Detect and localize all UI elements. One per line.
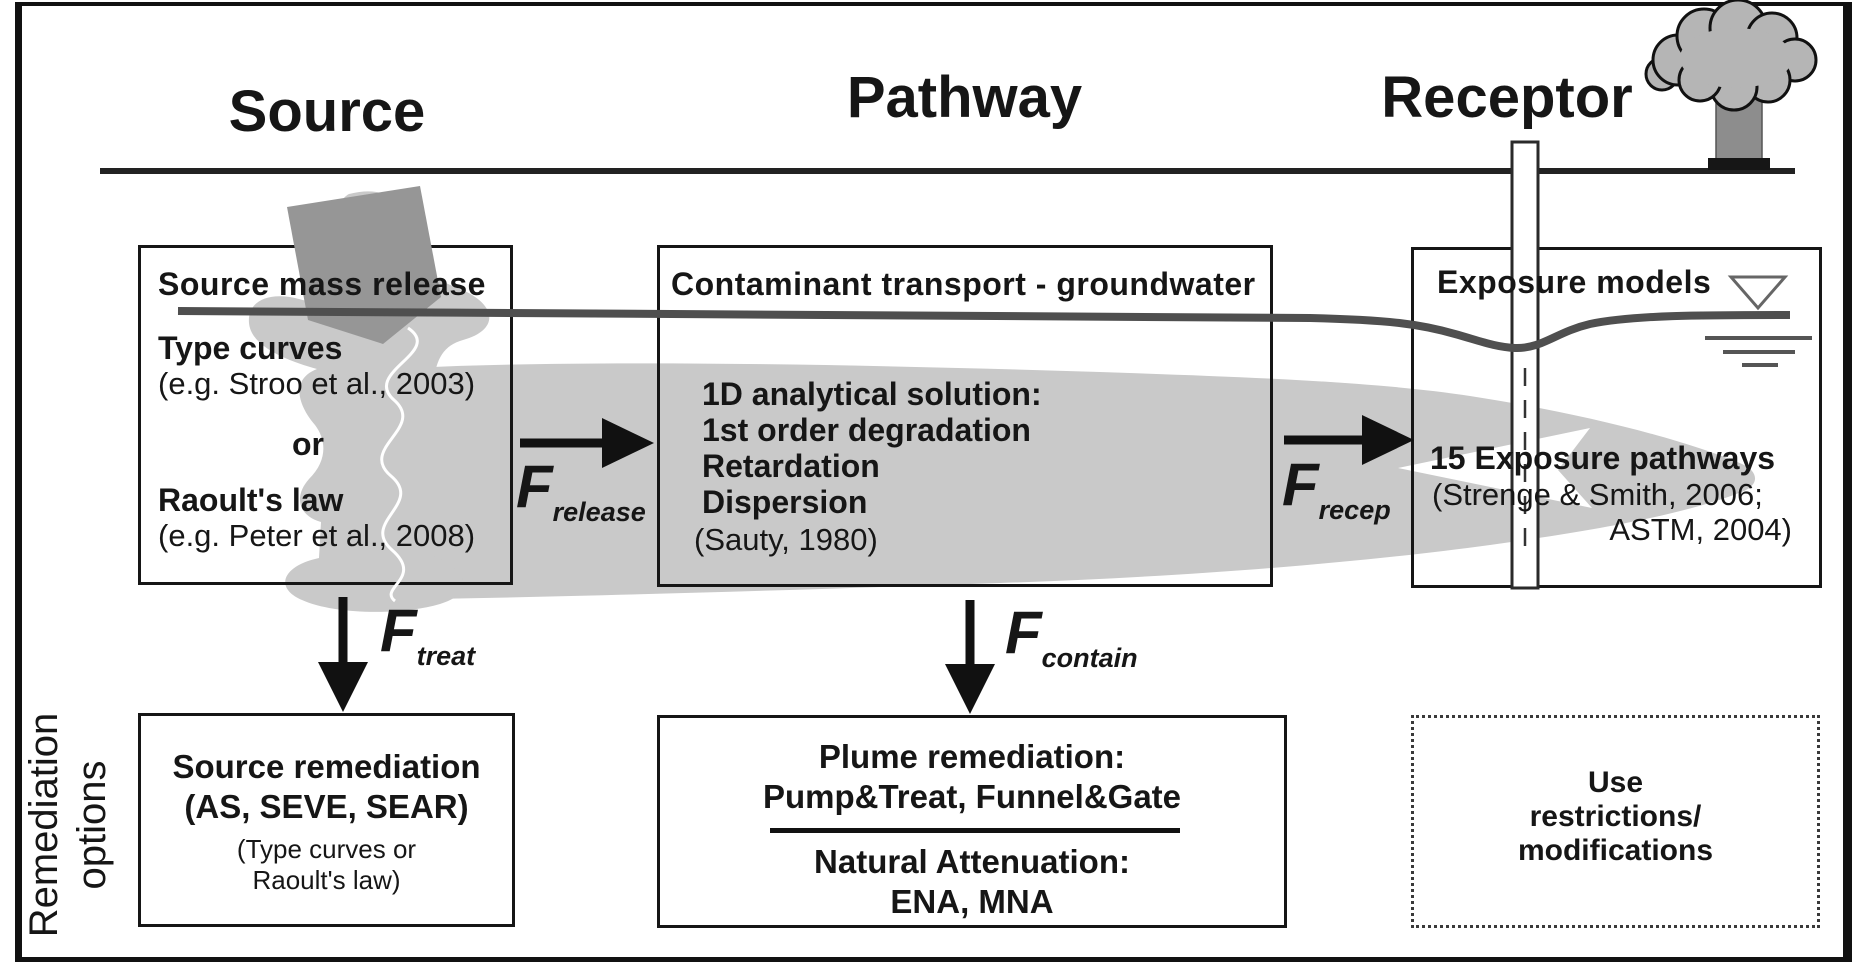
flux-label-contain: Fcontain — [1005, 598, 1138, 674]
remediation-options-line1: Remediation — [22, 712, 66, 938]
receptor-model-box — [1411, 247, 1822, 588]
flux-recep-subscript: recep — [1318, 495, 1391, 525]
source-remediation-line4: Raoult's law) — [252, 865, 401, 895]
receptor-ref1: (Strenge & Smith, 2006; — [1432, 477, 1763, 512]
flux-release-subscript: release — [552, 497, 646, 527]
plume-remediation-line2: Pump&Treat, Funnel&Gate — [762, 778, 1182, 815]
flux-recep-symbol: F — [1282, 451, 1319, 518]
use-restrictions-box — [1411, 715, 1820, 928]
use-restrictions-line2: restrictions/ — [1529, 800, 1702, 833]
source-remediation-box — [138, 713, 515, 927]
source-method2: Raoult's law — [158, 482, 344, 518]
source-column-title: Source — [228, 79, 426, 144]
spill-source-shape — [287, 186, 441, 344]
recep-arrow-icon — [1284, 415, 1414, 465]
pathway-line2: 1st order degradation — [702, 412, 1031, 448]
plume-remediation-line3: Natural Attenuation: — [814, 843, 1130, 880]
figure-border — [15, 2, 1852, 962]
plume-white-notch — [1398, 428, 1592, 508]
plume-remediation-line1: Plume remediation: — [818, 738, 1126, 775]
flux-treat-symbol: F — [380, 597, 417, 664]
flux-contain-subscript: contain — [1041, 643, 1138, 673]
release-arrow-icon — [520, 418, 654, 468]
source-remediation-text: Source remediation (AS, SEVE, SEAR) (Typ… — [138, 748, 515, 896]
source-conjunction: or — [292, 426, 324, 462]
plume-remediation-line4: ENA, MNA — [890, 883, 1054, 920]
flux-contain-symbol: F — [1005, 599, 1042, 666]
plume-remediation-text-top: Plume remediation: Pump&Treat, Funnel&Ga… — [657, 738, 1287, 816]
pathway-line4: Dispersion — [702, 484, 868, 520]
tree-icon — [1644, 0, 1818, 170]
contain-arrow-icon — [945, 600, 995, 714]
use-restrictions-line1: Use — [1587, 766, 1644, 799]
source-method2-ref: (e.g. Peter et al., 2008) — [158, 518, 476, 553]
groundwater-table-line — [177, 307, 1791, 353]
pathway-column-title: Pathway — [846, 65, 1083, 130]
pathway-box-title: Contaminant transport - groundwater — [671, 266, 1256, 302]
source-method1: Type curves — [158, 330, 343, 366]
pathway-ref: (Sauty, 1980) — [694, 522, 878, 557]
receptor-ref2: ASTM, 2004) — [1609, 512, 1792, 547]
flux-label-recep: Frecep — [1282, 450, 1391, 526]
flux-label-release: Frelease — [516, 452, 646, 528]
water-table-symbol-icon — [1705, 275, 1812, 367]
treat-arrow-icon — [318, 597, 368, 712]
source-remediation-line3: (Type curves or — [236, 834, 417, 864]
flux-treat-subscript: treat — [416, 641, 476, 671]
pathway-line3: Retardation — [702, 448, 880, 484]
use-restrictions-text: Use restrictions/ modifications — [1411, 766, 1820, 868]
source-remediation-line2: (AS, SEVE, SEAR) — [184, 788, 469, 825]
flux-release-symbol: F — [516, 453, 553, 520]
plume-remediation-box — [657, 715, 1287, 928]
plume-remediation-text-bottom: Natural Attenuation: ENA, MNA — [657, 843, 1287, 921]
receptor-line1: 15 Exposure pathways — [1430, 440, 1776, 476]
remediation-options-label: Remediation options — [20, 693, 118, 957]
receptor-column-title: Receptor — [1381, 65, 1633, 130]
flux-label-treat: Ftreat — [380, 596, 475, 672]
contaminant-plume-shape — [433, 363, 1756, 599]
use-restrictions-line3: modifications — [1517, 834, 1713, 867]
source-remediation-line1: Source remediation — [172, 748, 481, 785]
monitoring-well-icon — [1510, 140, 1540, 590]
pathway-line1: 1D analytical solution: — [702, 376, 1042, 412]
source-blob-squiggle — [380, 326, 419, 603]
plume-remediation-divider — [770, 828, 1180, 833]
source-box-title: Source mass release — [158, 266, 486, 302]
remediation-options-line2: options — [70, 760, 114, 890]
receptor-box-title: Exposure models — [1437, 264, 1712, 300]
source-method1-ref: (e.g. Stroo et al., 2003) — [158, 366, 476, 401]
pathway-model-box — [657, 245, 1273, 587]
